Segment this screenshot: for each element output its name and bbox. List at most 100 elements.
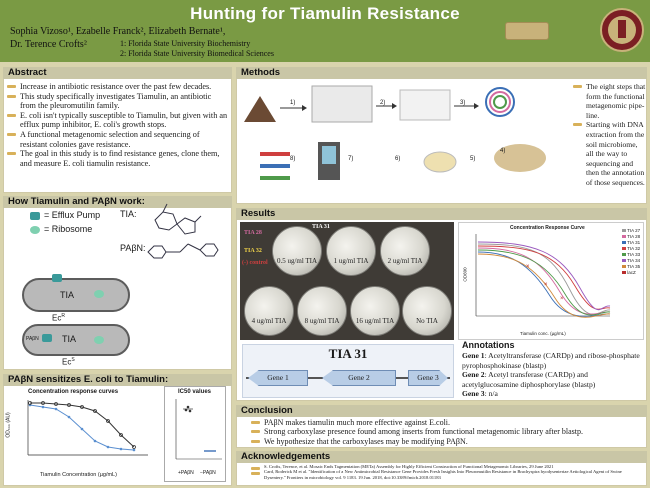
ack-item: Card, Roderick M et al. "Identification … <box>250 469 644 480</box>
conclusion-item: Strong carboxylase presence found among … <box>250 427 644 436</box>
methods-list: The eight steps that form the functional… <box>572 82 646 188</box>
sens-curve-title: Concentration response curves <box>28 389 119 395</box>
methods-pipeline-diagram <box>244 85 546 180</box>
cell-resistant <box>22 278 130 312</box>
legend-ribosome: = Ribosome <box>44 224 93 234</box>
abstract-heading: Abstract <box>3 67 232 79</box>
step-label: 7) <box>348 156 354 162</box>
legend-entry: TIA 35 <box>622 264 644 270</box>
ack-heading: Acknowledgements <box>236 451 647 463</box>
plate-label: TIA 31 <box>312 224 330 230</box>
efflux-pump-icon <box>30 212 40 220</box>
ribosome-icon <box>94 290 104 298</box>
methods-heading: Methods <box>236 67 647 79</box>
annotations-heading: Annotations <box>462 340 515 350</box>
step-label: 1) <box>290 100 296 106</box>
step-label: 6) <box>395 156 401 162</box>
legend-entry: lacZ <box>622 270 644 276</box>
cell2-ec-label: EcS <box>62 357 75 367</box>
annotation-gene-1: Gene 1: Acetyltransferase (CARDp) and ri… <box>462 351 640 370</box>
gene-arrow: Gene 3 <box>408 370 448 386</box>
methods-item: The eight steps that form the functional… <box>572 82 646 120</box>
annotation-gene-2: Gene 2: Acetyl transferase (CARDp) and a… <box>462 370 596 389</box>
plate-label: TIA 32 <box>244 248 262 254</box>
poster-title: Hunting for Tiamulin Resistance <box>190 4 460 23</box>
abstract-panel <box>3 67 232 193</box>
step-label: 3) <box>460 100 466 106</box>
response-xlabel: Tiamulin conc. (µg/mL) <box>520 331 566 336</box>
sens-ylabel: OD₆₀₀ (AU) <box>5 412 12 438</box>
abstract-item: This study specifically investigates Tia… <box>6 92 228 111</box>
affiliation-1: 1: Florida State University Biochemistry <box>120 39 251 48</box>
fsu-wordmark-logo <box>505 22 549 40</box>
gene-arrow: Gene 1 <box>248 370 308 386</box>
ribosome-icon <box>94 336 104 344</box>
efflux-pump-icon <box>52 274 62 282</box>
legend-entry: TIA 28 <box>622 234 644 240</box>
conclusion-item: We hypothesize that the carboxylases may… <box>250 437 644 446</box>
plate-label: (-) control <box>242 260 268 266</box>
response-chart-frame <box>458 222 644 340</box>
legend-entry: TIA 33 <box>622 252 644 258</box>
legend-entry: TIA 32 <box>622 246 644 252</box>
cell2-tia-label: TIA <box>62 334 77 344</box>
legend-efflux: = Efflux Pump <box>44 210 101 220</box>
authors-line-2: Dr. Terence Crofts² <box>10 39 87 50</box>
step-label: 2) <box>380 100 386 106</box>
plate: 4 ug/ml TIA <box>244 286 294 336</box>
response-ylabel: OD600 <box>462 267 468 282</box>
response-chart-title: Concentration Response Curve <box>510 225 585 231</box>
plate-label: TIA 28 <box>244 230 262 236</box>
abstract-list: Increase in antibiotic resistance over t… <box>6 82 228 168</box>
abstract-item: The goal in this study is to find resist… <box>6 149 228 168</box>
svg-text:×: × <box>560 296 564 302</box>
plate: 16 ug/ml TIA <box>350 286 400 336</box>
tiamulin-structure-icon <box>154 203 202 235</box>
conclusion-item: PAβN makes tiamulin much more effective … <box>250 418 644 427</box>
tia-structure-label: TIA: <box>120 209 137 219</box>
tia31-title: TIA 31 <box>328 346 368 361</box>
response-legend: TIA 27 TIA 28 TIA 31 TIA 32 TIA 33 TIA 3… <box>622 228 644 276</box>
results-heading: Results <box>236 208 647 220</box>
sens-xlabel: Tiamulin Concentration (µg/mL) <box>40 472 117 478</box>
svg-text:×: × <box>544 282 548 288</box>
annotations-body: Gene 1: Acetyltransferase (CARDp) and ri… <box>462 351 646 399</box>
ack-list: S. Crofts, Terence, et al. Mosaic Ends T… <box>250 464 644 480</box>
conclusion-heading: Conclusion <box>236 405 647 417</box>
ribosome-icon <box>30 226 40 234</box>
abstract-item: E. coli isn't typically susceptible to T… <box>6 111 228 130</box>
step-label: 4) <box>500 148 506 154</box>
pabn-structure-icon <box>147 243 219 259</box>
cell2-pabn-label: PAβN <box>26 336 39 342</box>
gene-arrow: Gene 2 <box>322 370 396 386</box>
cell1-tia-label: TIA <box>60 290 75 300</box>
plate: 0.5 ug/ml TIA <box>272 226 322 276</box>
sens-curve-chart <box>27 400 148 456</box>
response-chart: × × × <box>475 234 611 318</box>
ic50-xlabel-2: −PAβN <box>200 470 216 476</box>
methods-item: Starting with DNA extraction from the so… <box>572 120 646 187</box>
cell-sensitive <box>22 324 130 356</box>
cell1-ec-label: EcR <box>52 313 65 323</box>
abstract-item: A functional metagenomic selection and s… <box>6 130 228 149</box>
conclusion-list: PAβN makes tiamulin much more effective … <box>250 418 644 446</box>
ic50-chart <box>175 399 222 460</box>
ack-item: S. Crofts, Terence, et al. Mosaic Ends T… <box>250 464 644 471</box>
step-label: 8) <box>290 156 296 162</box>
legend-entry: TIA 31 <box>622 240 644 246</box>
affiliation-2: 2: Florida State University Biomedical S… <box>120 49 274 58</box>
efflux-pump-icon <box>42 334 52 342</box>
plate: No TIA <box>402 286 452 336</box>
plate: 8 ug/ml TIA <box>297 286 347 336</box>
svg-text:×: × <box>526 264 530 270</box>
legend-entry: TIA 27 <box>622 228 644 234</box>
ic50-title: IC50 values <box>178 389 212 395</box>
plate: 2 ug/ml TIA <box>380 226 430 276</box>
authors-line-1: Sophia Vizoso¹, Ezabelle Franck², Elizab… <box>10 26 226 37</box>
abstract-item: Increase in antibiotic resistance over t… <box>6 82 228 92</box>
legend-entry: TIA 34 <box>622 258 644 264</box>
sens-heading: PAβN sensitizes E. coli to Tiamulin: <box>3 374 232 386</box>
how-heading: How Tiamulin and PAβN work: <box>3 196 232 208</box>
annotation-gene-3: Gene 3: n/a <box>462 389 498 398</box>
step-label: 5) <box>470 156 476 162</box>
